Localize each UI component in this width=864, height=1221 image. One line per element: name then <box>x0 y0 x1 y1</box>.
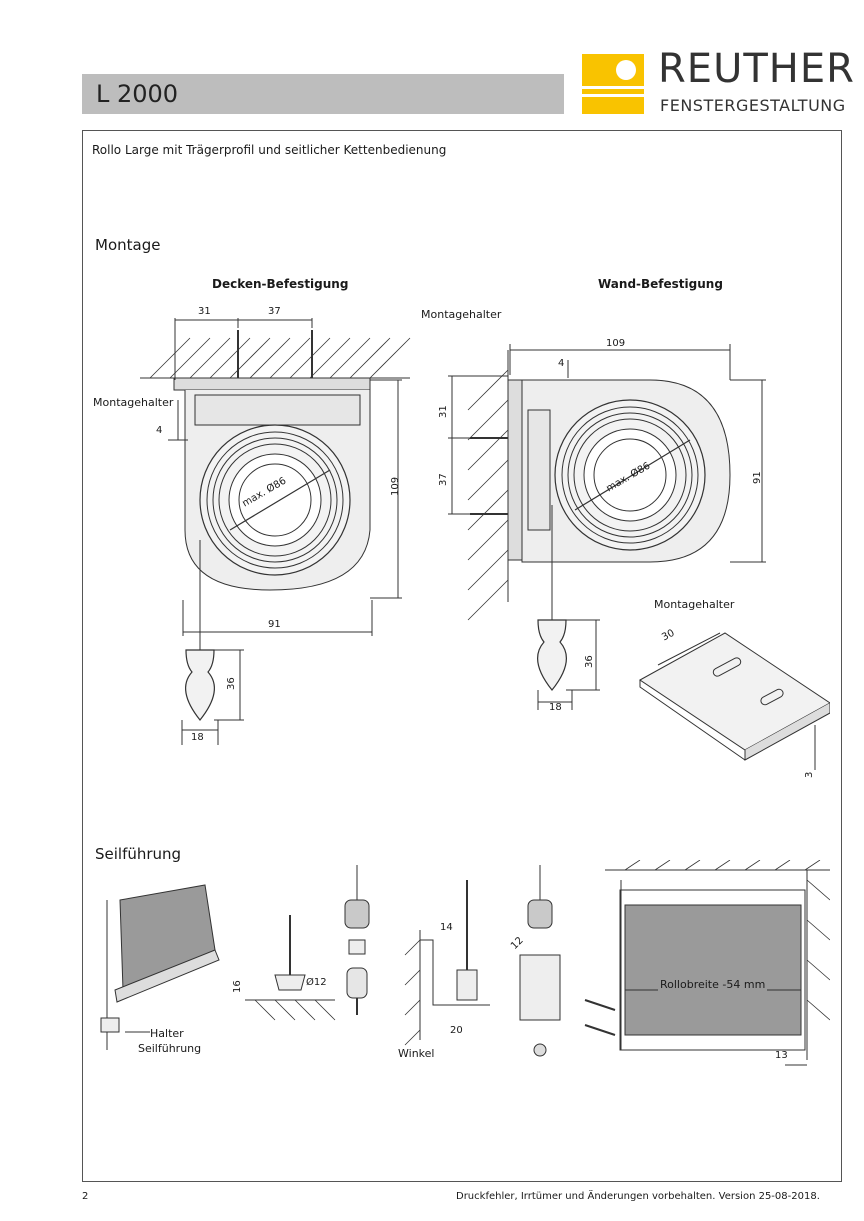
ceiling-dim-37: 37 <box>268 306 281 317</box>
angle-label: Winkel <box>398 1047 435 1060</box>
wall-dim-4: 4 <box>558 358 565 369</box>
rope-dim-20: 20 <box>450 1025 463 1036</box>
reuther-logo-icon <box>582 54 644 114</box>
brand-subtitle: FENSTERGESTALTUNG <box>660 96 846 115</box>
model-title-bar: L 2000 <box>82 74 564 114</box>
seilfuehrung-drawings <box>100 860 830 1066</box>
page-number: 2 <box>82 1191 89 1202</box>
bracket-dim-3: 3 <box>804 771 815 778</box>
wall-mount-title: Wand-Befestigung <box>598 277 723 291</box>
model-title: L 2000 <box>96 80 179 108</box>
ceiling-mount-drawing <box>140 318 411 745</box>
holder-label-2: Seilführung <box>138 1042 202 1055</box>
wall-mount-drawing <box>448 344 766 710</box>
ceiling-dim-31: 31 <box>198 306 211 317</box>
ceiling-dim-109: 109 <box>390 476 401 496</box>
seilfuehrung-heading: Seilführung <box>95 845 182 863</box>
footer-disclaimer: Druckfehler, Irrtümer und Änderungen vor… <box>456 1191 820 1202</box>
montage-heading: Montage <box>95 236 161 254</box>
wall-weight-width: 18 <box>549 702 562 713</box>
wall-bracket-label: Montagehalter <box>421 308 502 321</box>
page-subtitle: Rollo Large mit Trägerprofil und seitlic… <box>92 143 447 157</box>
bracket-detail-drawing <box>639 632 830 770</box>
rollo-width-label: Rollobreite -54 mm <box>658 978 768 991</box>
wall-dim-109: 109 <box>606 338 626 349</box>
wall-weight-height: 36 <box>584 655 595 668</box>
rope-dim-16: 16 <box>232 980 243 993</box>
wall-dim-37: 37 <box>438 473 449 486</box>
ceiling-dim-4: 4 <box>156 425 163 436</box>
ceiling-mount-title: Decken-Befestigung <box>212 277 349 291</box>
wall-dim-91: 91 <box>752 471 763 484</box>
ceiling-bracket-label: Montagehalter <box>93 396 174 409</box>
rope-dim-diam12: Ø12 <box>306 977 327 988</box>
ceiling-weight-height: 36 <box>226 677 237 690</box>
brand-name: REUTHER <box>658 46 855 92</box>
wall-dim-31: 31 <box>438 405 449 418</box>
content-frame <box>82 130 842 1182</box>
bracket-detail-title: Montagehalter <box>654 598 735 611</box>
holder-label-1: Halter <box>150 1027 184 1040</box>
rope-dim-13: 13 <box>775 1050 788 1061</box>
ceiling-weight-width: 18 <box>191 732 204 743</box>
rope-dim-14: 14 <box>440 922 453 933</box>
ceiling-dim-91: 91 <box>268 619 281 630</box>
